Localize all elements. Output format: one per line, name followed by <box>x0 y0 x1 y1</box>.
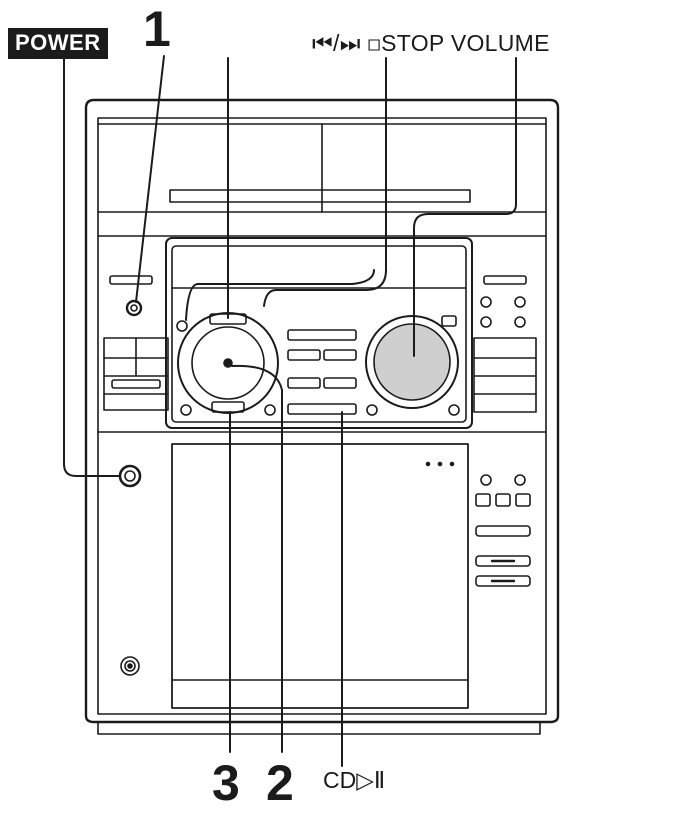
step-3-label: 3 <box>212 755 240 811</box>
jog-dial <box>191 326 265 400</box>
lower-right-bar-3 <box>475 575 531 587</box>
transport-ff-button <box>323 377 357 389</box>
right-button-4 <box>514 316 526 328</box>
transport-small-button <box>366 404 378 416</box>
power-button-inner <box>124 470 136 482</box>
cassette-door <box>171 443 469 709</box>
power-button <box>118 464 142 488</box>
jog-left-small-button <box>176 320 188 332</box>
unit-base <box>97 721 541 735</box>
lower-right-sq-3 <box>515 493 531 507</box>
unit-inner-panel <box>97 117 547 715</box>
volume-small-button <box>448 404 460 416</box>
leader-step-2 <box>231 364 283 753</box>
top-controls-label: ⏮/⏭ ◻STOP VOLUME <box>312 30 550 56</box>
jog-dial-center <box>223 358 233 368</box>
jog-bottom-button <box>211 401 245 413</box>
front-panel <box>165 237 473 429</box>
right-top-button <box>483 275 527 285</box>
front-panel-inner <box>171 245 467 423</box>
jog-bottom-left-button <box>180 404 192 416</box>
power-button-top <box>125 299 143 317</box>
lower-right-button-1 <box>480 474 492 486</box>
step-2-label: 2 <box>266 755 294 811</box>
lower-right-bar-1 <box>475 525 531 537</box>
headphone-jack <box>120 656 140 676</box>
leader-stop <box>185 269 375 321</box>
jog-bottom-right-button <box>264 404 276 416</box>
unit-body <box>84 98 560 724</box>
lower-right-bar-2 <box>475 555 531 567</box>
right-grid <box>473 337 537 413</box>
leader-power <box>63 55 121 477</box>
volume-knob-ring <box>365 315 459 409</box>
right-button-1 <box>480 296 492 308</box>
leader-volume <box>413 57 517 357</box>
door-dot-3 <box>449 461 455 467</box>
right-button-3 <box>480 316 492 328</box>
door-dot-2 <box>437 461 443 467</box>
volume-knob <box>373 323 451 401</box>
power-label: POWER <box>8 28 108 59</box>
power-button-top-center <box>130 304 138 312</box>
leader-skip <box>263 57 387 307</box>
headphone-jack-center <box>127 663 133 669</box>
lower-right-button-2 <box>514 474 526 486</box>
cd-play-button <box>287 403 357 415</box>
transport-prev-button <box>287 349 321 361</box>
step-1-label: 1 <box>143 1 171 57</box>
transport-next-button <box>323 349 357 361</box>
transport-rew-button <box>287 377 321 389</box>
transport-top-button <box>287 329 357 341</box>
right-button-2 <box>514 296 526 308</box>
headphone-jack-inner <box>124 660 136 672</box>
cd-play-pause-label: CD▷Ⅱ <box>323 767 386 793</box>
disc-slot <box>169 189 471 203</box>
left-grid-button-1 <box>111 379 161 389</box>
lower-right-sq-1 <box>475 493 491 507</box>
door-dot-1 <box>425 461 431 467</box>
leader-step-1 <box>135 55 165 303</box>
left-top-button <box>109 275 153 285</box>
lower-right-sq-2 <box>495 493 511 507</box>
volume-indicator <box>441 315 457 327</box>
